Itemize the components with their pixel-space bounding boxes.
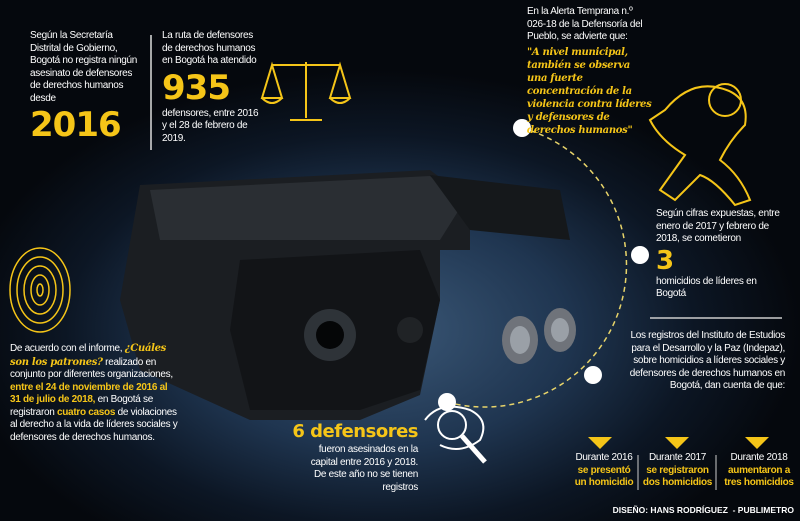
timeline-dashed-arc <box>446 127 628 408</box>
body-outline-icon <box>648 83 752 207</box>
intro-block: Según la Secretaría Distrital de Gobiern… <box>30 30 142 142</box>
killed-block: 6 defensores fueron asesinados en la cap… <box>292 423 419 494</box>
route-text-after: defensores, entre 2016 y el 28 de febrer… <box>162 107 259 144</box>
fingerprint-icon <box>9 247 71 333</box>
scales-icon <box>260 61 352 121</box>
magnifier-icon <box>424 405 487 464</box>
timeline-dots <box>438 119 649 411</box>
route-number: 935 <box>162 67 231 108</box>
killed-headline: 6 defensores <box>292 421 418 442</box>
alert-quote: "A nivel municipal, también se observa u… <box>527 46 652 136</box>
homicides-text-before: Según cifras expuestas, entre enero de 2… <box>656 208 780 244</box>
alert-block: En la Alerta Temprana n.º 026-18 de la D… <box>527 6 652 137</box>
intro-text: Según la Secretaría Distrital de Gobiern… <box>30 30 138 104</box>
homicides-number: 3 <box>656 245 674 276</box>
homicides-text-after: homicidios de líderes en Bogotá <box>656 275 757 300</box>
report-text: De acuerdo con el informe, ¿Cuáles son l… <box>10 343 178 443</box>
indepaz-text: Los registros del Instituto de Estudios … <box>629 330 786 391</box>
alert-text: En la Alerta Temprana n.º 026-18 de la D… <box>527 6 643 42</box>
route-text-before: La ruta de defensores de derechos humano… <box>162 30 257 66</box>
triangle-marker-icon <box>588 437 612 449</box>
bullets-illustration <box>502 308 576 364</box>
triangle-marker-icon <box>665 437 689 449</box>
intro-year: 2016 <box>30 105 122 145</box>
pistol-illustration <box>120 170 570 420</box>
homicides-block: Según cifras expuestas, entre enero de 2… <box>656 208 784 301</box>
triangle-marker-icon <box>745 437 769 449</box>
credit: DISEÑO: HANS RODRÍGUEZ - PUBLIMETRO <box>612 505 794 515</box>
route-block: La ruta de defensores de derechos humano… <box>162 30 260 145</box>
killed-text: fueron asesinados en la capital entre 20… <box>310 444 419 493</box>
